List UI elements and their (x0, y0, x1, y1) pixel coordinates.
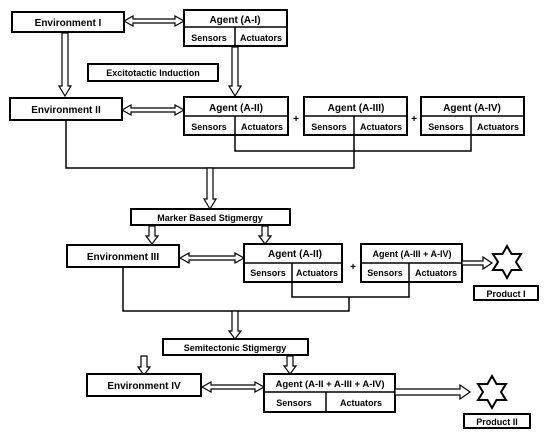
marker-to-agents-arrow (257, 225, 273, 245)
agent-a4-sensors: Sensors (428, 122, 464, 132)
agent-a1-sensors: Sensors (191, 33, 227, 43)
agent1-agent2-down-arrow (227, 46, 243, 98)
actuators-output-bracket (234, 135, 472, 152)
env-1-box (11, 11, 125, 33)
plus-sign-1: + (293, 114, 299, 125)
semitectonic-stigmergy-label: Semitectonic Stigmergy (184, 343, 287, 353)
marker-stigmergy-label: Marker Based Stigmergy (157, 213, 263, 223)
plus-sign-3: + (350, 262, 356, 273)
env2-agents-double-arrow (120, 103, 186, 117)
row3-output-bracket (291, 282, 410, 298)
agent-a234-title: Agent (A-II + A-III + A-IV) (275, 379, 384, 390)
agent-a34-title: Agent (A-III + A-IV) (373, 249, 452, 259)
to-product-2-arrow (394, 383, 472, 401)
product-1-label: Product I (486, 289, 525, 299)
semitectonic-to-agents-arrow (282, 355, 298, 375)
env1-agent1-double-arrow (122, 14, 186, 28)
agent-a1-actuators: Actuators (240, 33, 282, 43)
agent-a3-sensors: Sensors (311, 122, 347, 132)
env-1-label: Environment I (35, 18, 102, 29)
agent-a2b-sensors: Sensors (250, 268, 286, 278)
agent-a234-box (263, 373, 396, 413)
excitotactic-induction-box (87, 63, 219, 82)
agent-a234-actuators: Actuators (340, 398, 382, 408)
product-2-star-icon (476, 373, 508, 411)
semitectonic-to-env4-arrow (136, 355, 152, 376)
agent-a2b-title: Agent (A-II) (268, 249, 322, 260)
agent-a2-title: Agent (A-II) (209, 103, 263, 114)
agent-a1-title: Agent (A-I) (209, 15, 260, 26)
to-marker-stigmergy-arrow (202, 167, 218, 211)
env-4-label: Environment IV (107, 381, 181, 392)
env4-agents-double-arrow (200, 380, 266, 394)
env3-agents-double-arrow (178, 251, 246, 265)
marker-stigmergy-box (130, 208, 291, 226)
product-2-label: Product II (476, 417, 518, 427)
agent-a234-sensors: Sensors (276, 398, 312, 408)
product-1-box (473, 285, 539, 301)
agent-a2-sensors: Sensors (191, 122, 227, 132)
semitectonic-stigmergy-box (162, 338, 309, 356)
env-2-label: Environment II (31, 105, 101, 116)
env-4-box (86, 373, 202, 397)
agent-a34-actuators: Actuators (415, 268, 457, 278)
agent-a2-actuators: Actuators (241, 122, 283, 132)
product-1-star-icon (491, 243, 523, 281)
env1-env2-down-arrow (57, 32, 73, 98)
marker-to-env3-arrow (144, 225, 160, 245)
excitotactic-induction-label: Excitotactic Induction (106, 68, 200, 78)
product-2-box (463, 413, 531, 429)
to-semitectonic-arrow (227, 310, 243, 340)
agent-a3-title: Agent (A-III) (328, 103, 385, 114)
agent-a4-actuators: Actuators (477, 122, 519, 132)
to-product-1-arrow (461, 255, 494, 271)
agent-a2b-actuators: Actuators (296, 268, 338, 278)
agent-a3-actuators: Actuators (360, 122, 402, 132)
agent-a34-sensors: Sensors (367, 268, 403, 278)
agent-a4-title: Agent (A-IV) (443, 103, 501, 114)
plus-sign-2: + (411, 114, 417, 125)
env-3-label: Environment III (87, 252, 159, 263)
